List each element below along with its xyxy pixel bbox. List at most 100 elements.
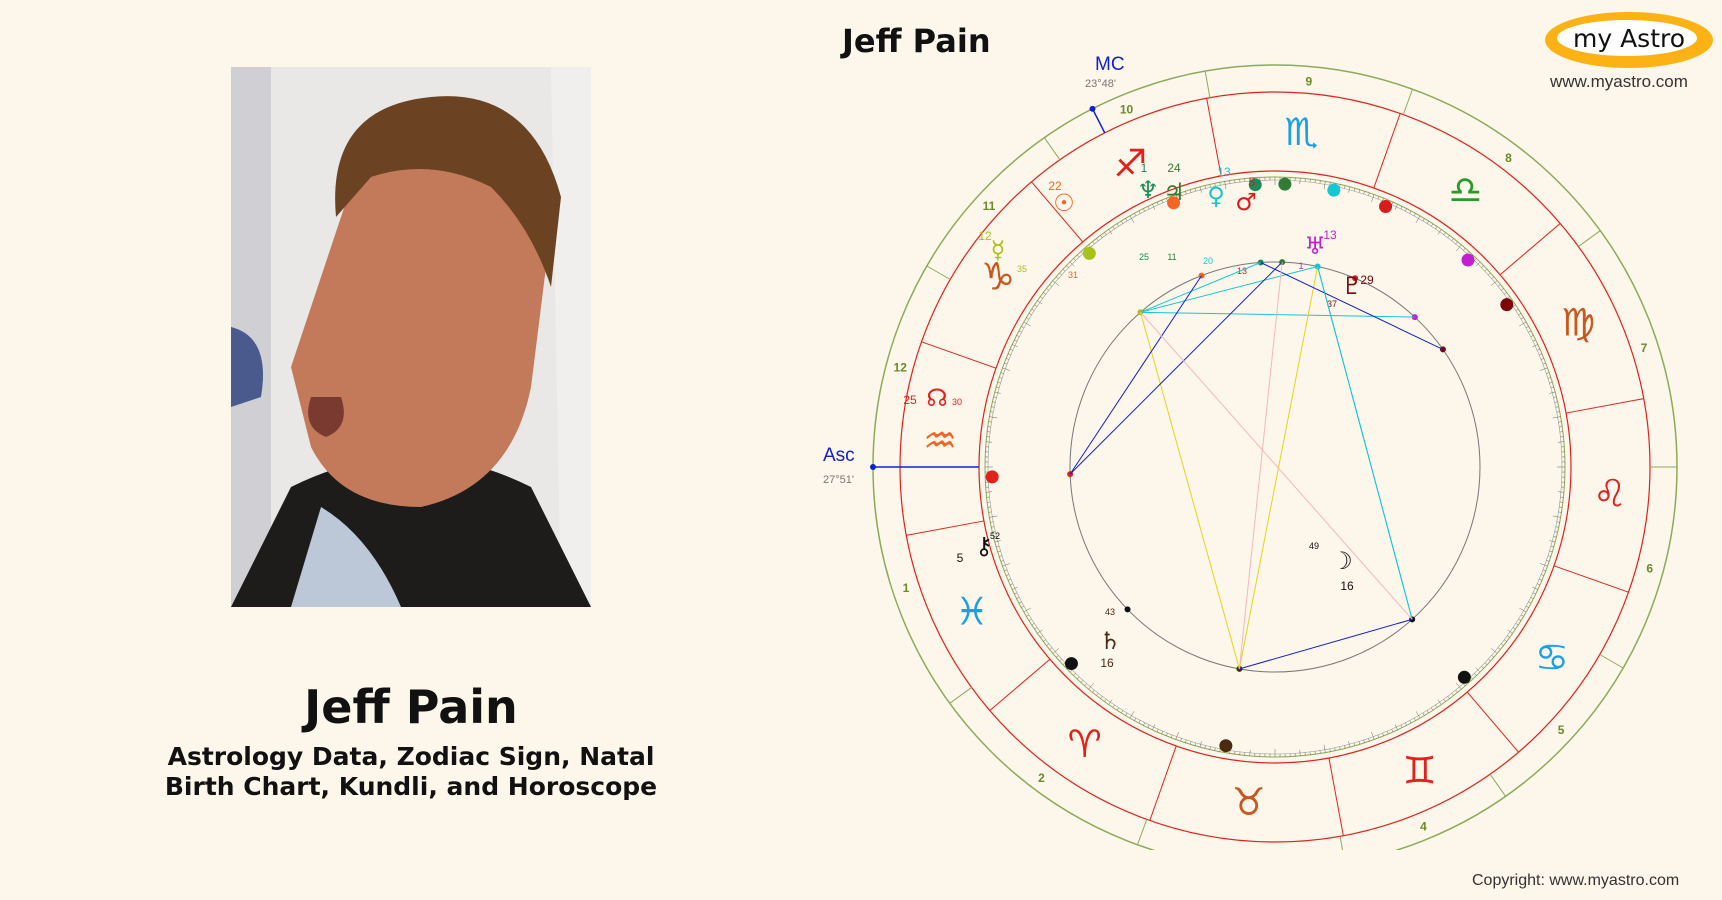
degree-tick (1409, 720, 1412, 724)
mercury-degree: 12 (978, 229, 992, 243)
degree-tick (1189, 741, 1192, 745)
degree-tick (1549, 381, 1553, 384)
degree-tick (1018, 330, 1022, 333)
degree-tick (1549, 550, 1553, 553)
degree-tick (1147, 206, 1150, 210)
degree-tick (1059, 272, 1062, 276)
degree-tick (1152, 204, 1156, 210)
degree-tick (996, 386, 1000, 389)
degree-tick (1052, 280, 1060, 286)
degree-tick (1512, 627, 1516, 630)
jupiter-dot (1278, 177, 1292, 191)
house-cusp-line (926, 265, 951, 280)
pisces-sign-glyph: ♓ (955, 590, 989, 634)
degree-tick (1520, 614, 1524, 617)
degree-tick (1209, 184, 1211, 188)
degree-tick (1214, 183, 1216, 187)
mercury-dot (1082, 246, 1096, 260)
degree-tick (1539, 563, 1548, 567)
house-cusp-line (1599, 654, 1624, 669)
degree-tick (1049, 647, 1053, 650)
degree-tick (1002, 563, 1011, 567)
degree-tick (1371, 194, 1375, 203)
scorpio-sign-glyph: ♏ (1284, 110, 1318, 154)
degree-tick (1299, 749, 1301, 756)
node-degree: 25 (903, 393, 917, 407)
degree-tick (1096, 238, 1099, 241)
degree-tick (1323, 744, 1326, 753)
mars-glyph: ♂ (1235, 188, 1257, 216)
degree-tick (1134, 717, 1137, 721)
subtitle-line-2: Birth Chart, Kundli, and Horoscope (164, 772, 658, 801)
degree-tick (1007, 578, 1011, 581)
moon-minutes: 49 (1309, 541, 1319, 551)
degree-tick (1092, 689, 1095, 693)
degree-tick (1096, 693, 1099, 696)
degree-tick (1194, 742, 1197, 746)
uranus-dot (1461, 253, 1475, 267)
degree-tick (1077, 254, 1080, 258)
aspect-line (1069, 275, 1202, 475)
mc-degree: 23°48' (1085, 78, 1116, 90)
degree-tick (1108, 699, 1113, 705)
degree-tick (1028, 313, 1032, 316)
degree-tick (1348, 741, 1351, 748)
moon-dot (1457, 670, 1471, 684)
libra-sign-glyph: ♎ (1448, 168, 1482, 212)
logo-url-link[interactable]: www.myastro.com (1550, 72, 1688, 91)
degree-tick (1368, 192, 1370, 196)
degree-tick (986, 441, 993, 443)
degree-tick (1000, 560, 1004, 562)
degree-tick (1530, 335, 1534, 337)
jupiter-minutes: 11 (1167, 252, 1176, 262)
logo-text: my Astro (1572, 24, 1686, 53)
degree-tick (1023, 321, 1031, 327)
degree-tick (1391, 201, 1394, 205)
portrait-image (231, 67, 591, 607)
degree-tick (1518, 618, 1522, 621)
degree-tick (1077, 676, 1080, 680)
degree-tick (996, 545, 1000, 548)
sign-divider (1328, 757, 1344, 836)
degree-tick (1520, 317, 1524, 320)
degree-tick (1447, 696, 1450, 699)
degree-tick (1018, 601, 1022, 604)
degree-tick (1368, 738, 1370, 742)
degree-tick (1490, 648, 1498, 654)
degree-tick (1413, 213, 1416, 217)
degree-tick (1043, 292, 1046, 295)
degree-tick (1073, 258, 1076, 261)
degree-tick (1055, 655, 1059, 658)
degree-tick (990, 521, 994, 523)
sun-dot (1167, 196, 1181, 210)
degree-tick (1451, 693, 1454, 696)
degree-tick (1199, 741, 1202, 748)
degree-tick (1104, 699, 1107, 702)
degree-tick (1049, 284, 1053, 287)
degree-tick (1463, 247, 1466, 251)
degree-tick (1491, 655, 1495, 658)
saturn-glyph: ♄ (1099, 627, 1121, 655)
degree-tick (1552, 515, 1561, 518)
degree-tick (1059, 658, 1062, 662)
degree-tick (1539, 367, 1548, 371)
mars-minutes: 13 (1237, 266, 1247, 276)
degree-tick (1415, 215, 1421, 223)
aspect-line (1140, 265, 1318, 313)
degree-tick (1073, 673, 1076, 676)
degree-tick (1031, 623, 1035, 626)
degree-tick (1554, 531, 1558, 533)
degree-tick (1353, 742, 1356, 746)
degree-tick (1023, 607, 1031, 613)
degree-tick (1557, 491, 1564, 493)
degree-tick (1542, 362, 1546, 365)
aquarius-sign-glyph: ♒ (923, 419, 957, 463)
degree-tick (1055, 276, 1059, 279)
degree-tick (1549, 391, 1556, 394)
leo-sign-glyph: ♌ (1593, 471, 1627, 515)
myastro-logo[interactable]: my Astro (1545, 12, 1713, 68)
degree-tick (1554, 401, 1558, 403)
degree-tick (1501, 288, 1504, 291)
subtitle-line-1: Astrology Data, Zodiac Sign, Natal (167, 742, 655, 771)
chiron-degree: 5 (957, 551, 964, 565)
